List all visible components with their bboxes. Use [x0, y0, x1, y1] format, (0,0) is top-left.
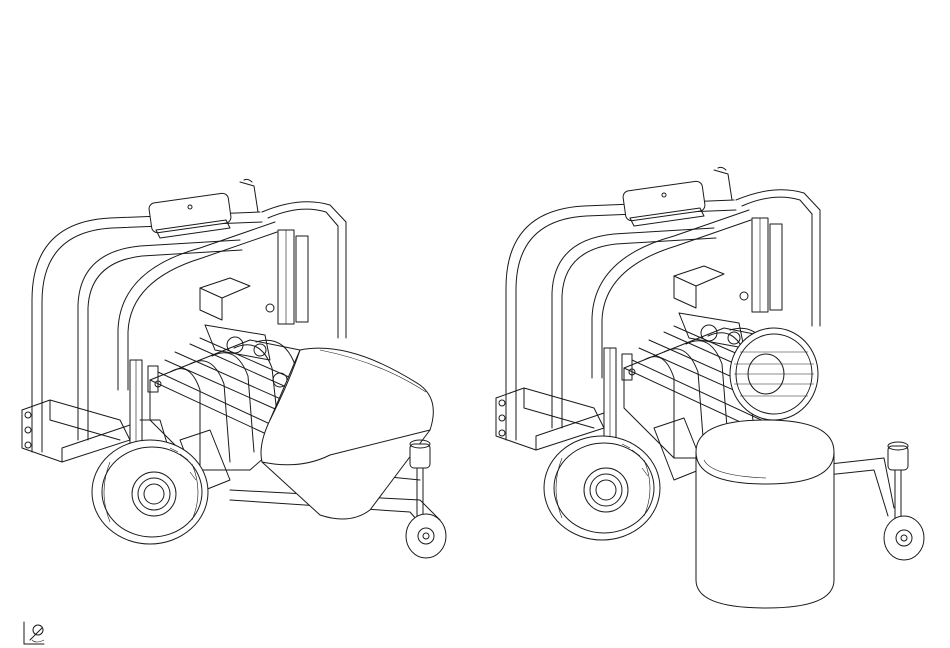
upright-bale — [696, 420, 834, 608]
wrapper-left-view — [22, 179, 446, 558]
reference-symbol-icon — [24, 622, 44, 644]
